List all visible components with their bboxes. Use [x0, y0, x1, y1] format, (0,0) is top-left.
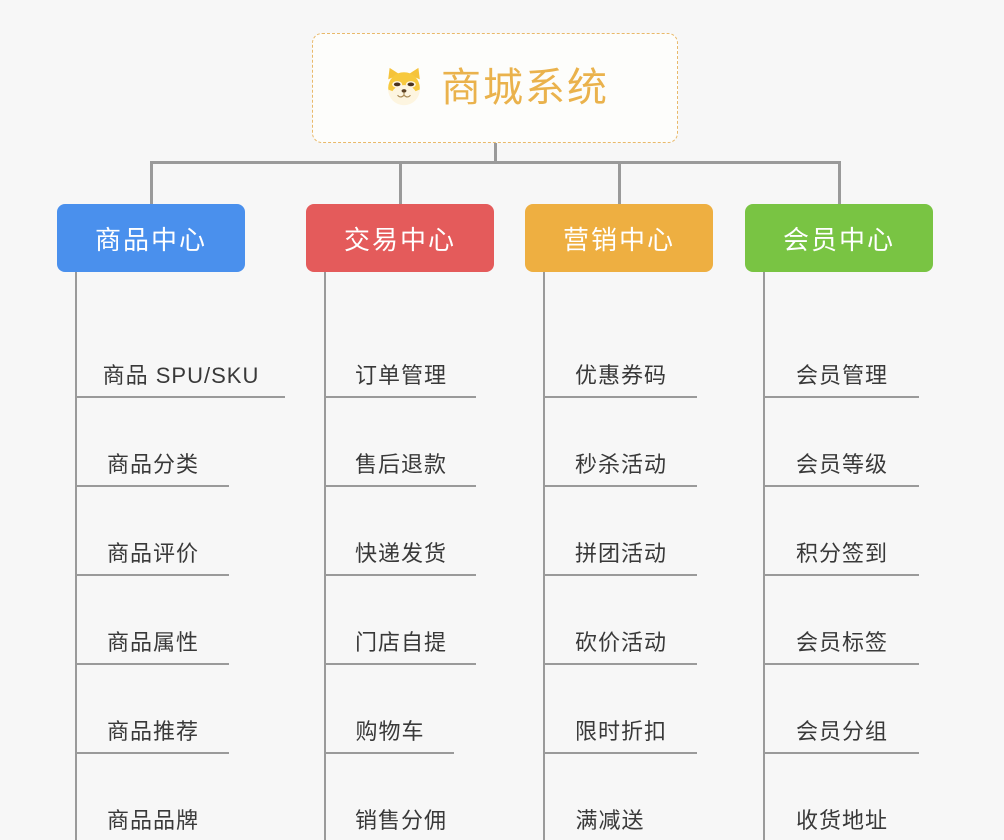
leaf-item[interactable]: 砍价活动: [545, 576, 697, 665]
leaf-label: 商品 SPU/SKU: [102, 363, 260, 388]
leaf-label: 会员等级: [795, 452, 888, 477]
branch-leaf-group-3: 优惠券码 秒杀活动 拼团活动 砍价活动 限时折扣 满减送: [543, 272, 697, 840]
leaf-label: 快递发货: [354, 541, 447, 566]
branch-drop-connector-1: [150, 161, 153, 204]
leaf-item[interactable]: 会员标签: [765, 576, 919, 665]
leaf-label: 限时折扣: [574, 719, 667, 744]
leaf-label: 积分签到: [795, 541, 888, 566]
leaf-item[interactable]: 商品 SPU/SKU: [77, 272, 285, 398]
branch-header-label-2: 交易中心: [343, 224, 456, 255]
leaf-label: 订单管理: [354, 363, 447, 388]
leaf-label: 商品评价: [106, 541, 199, 566]
leaf-item[interactable]: 收货地址: [765, 754, 919, 840]
shiba-dog-face-icon: [388, 67, 420, 106]
branch-column-1: 商品中心 商品 SPU/SKU 商品分类 商品评价 商品属性 商品推荐 商品品牌: [57, 204, 285, 840]
leaf-item[interactable]: 商品属性: [77, 576, 229, 665]
root-stem-connector: [494, 143, 497, 163]
leaf-label: 会员标签: [795, 630, 888, 655]
leaf-label: 销售分佣: [354, 808, 447, 833]
leaf-label: 收货地址: [795, 808, 888, 833]
leaf-item[interactable]: 满减送: [545, 754, 675, 840]
leaf-label: 商品推荐: [106, 719, 199, 744]
leaf-item[interactable]: 快递发货: [326, 487, 476, 576]
branch-header-2[interactable]: 交易中心: [306, 204, 494, 272]
leaf-item[interactable]: 限时折扣: [545, 665, 697, 754]
branch-column-2: 交易中心 订单管理 售后退款 快递发货 门店自提 购物车 销售分佣: [306, 204, 494, 840]
branch-header-label-3: 营销中心: [562, 224, 675, 255]
leaf-item[interactable]: 商品推荐: [77, 665, 229, 754]
branch-leaf-group-2: 订单管理 售后退款 快递发货 门店自提 购物车 销售分佣: [324, 272, 476, 840]
leaf-label: 优惠券码: [574, 363, 667, 388]
leaf-item[interactable]: 订单管理: [326, 272, 476, 398]
branch-column-3: 营销中心 优惠券码 秒杀活动 拼团活动 砍价活动 限时折扣 满减送: [525, 204, 713, 840]
branch-drop-connector-3: [618, 161, 621, 204]
leaf-label: 砍价活动: [574, 630, 667, 655]
leaf-item[interactable]: 拼团活动: [545, 487, 697, 576]
leaf-item[interactable]: 门店自提: [326, 576, 476, 665]
leaf-label: 满减送: [575, 808, 645, 833]
leaf-item[interactable]: 会员分组: [765, 665, 919, 754]
branch-column-4: 会员中心 会员管理 会员等级 积分签到 会员标签 会员分组 收货地址: [745, 204, 933, 840]
leaf-label: 商品品牌: [106, 808, 199, 833]
leaf-label: 商品分类: [106, 452, 199, 477]
root-node[interactable]: 商城系统: [312, 33, 678, 143]
leaf-item[interactable]: 购物车: [326, 665, 454, 754]
root-title: 商城系统: [441, 66, 609, 110]
branch-leaf-group-1: 商品 SPU/SKU 商品分类 商品评价 商品属性 商品推荐 商品品牌: [75, 272, 285, 840]
leaf-item[interactable]: 优惠券码: [545, 272, 697, 398]
leaf-item[interactable]: 商品分类: [77, 398, 229, 487]
leaf-label: 拼团活动: [574, 541, 667, 566]
branch-drop-connector-2: [399, 161, 402, 204]
leaf-label: 会员分组: [795, 719, 888, 744]
leaf-item[interactable]: 会员等级: [765, 398, 919, 487]
leaf-label: 秒杀活动: [574, 452, 667, 477]
horizontal-bus-connector: [151, 161, 841, 164]
leaf-item[interactable]: 商品品牌: [77, 754, 229, 840]
leaf-label: 购物车: [355, 719, 425, 744]
leaf-label: 商品属性: [106, 630, 199, 655]
leaf-item[interactable]: 秒杀活动: [545, 398, 697, 487]
branch-leaf-group-4: 会员管理 会员等级 积分签到 会员标签 会员分组 收货地址: [763, 272, 919, 840]
leaf-label: 会员管理: [795, 363, 888, 388]
leaf-item[interactable]: 销售分佣: [326, 754, 476, 840]
branch-header-label-1: 商品中心: [94, 224, 207, 255]
leaf-item[interactable]: 积分签到: [765, 487, 919, 576]
leaf-item[interactable]: 商品评价: [77, 487, 229, 576]
leaf-item[interactable]: 售后退款: [326, 398, 476, 487]
branch-drop-connector-4: [838, 161, 841, 204]
branch-header-label-4: 会员中心: [782, 224, 895, 255]
leaf-label: 售后退款: [354, 452, 447, 477]
branch-header-1[interactable]: 商品中心: [57, 204, 245, 272]
leaf-item[interactable]: 会员管理: [765, 272, 919, 398]
branch-header-3[interactable]: 营销中心: [525, 204, 713, 272]
leaf-label: 门店自提: [354, 630, 447, 655]
branch-header-4[interactable]: 会员中心: [745, 204, 933, 272]
